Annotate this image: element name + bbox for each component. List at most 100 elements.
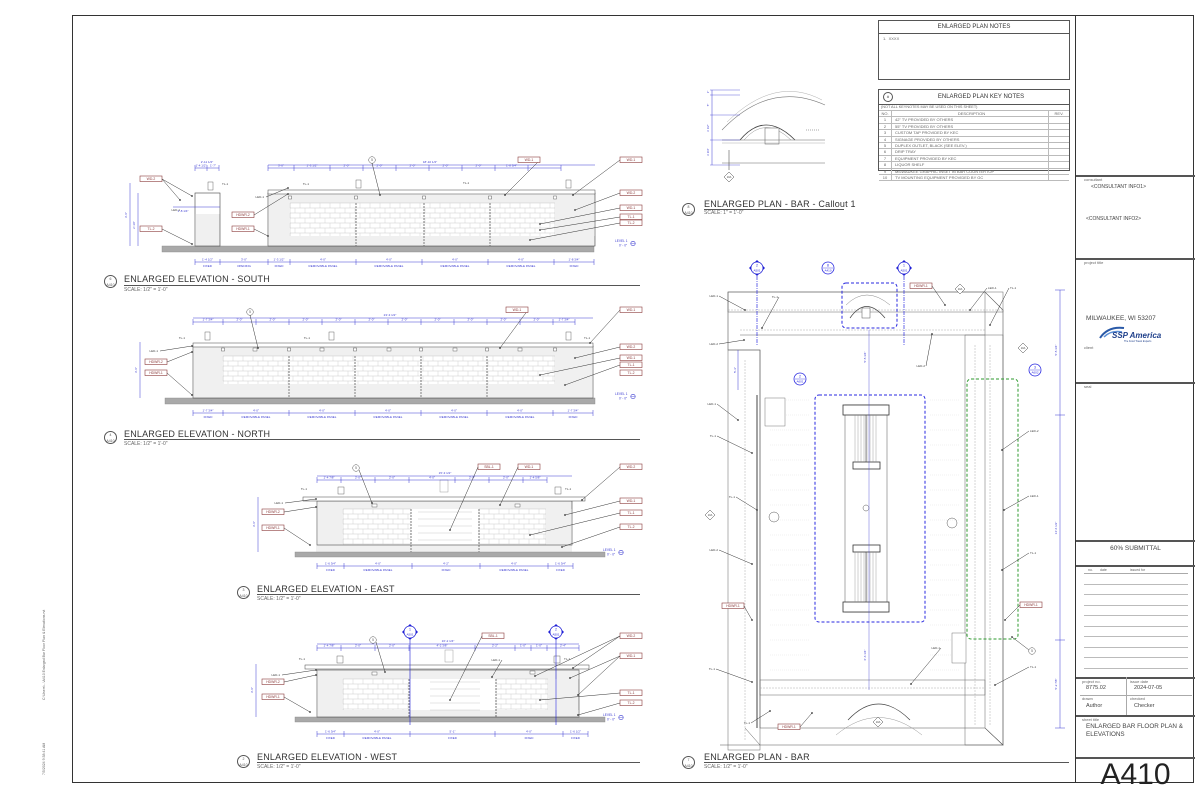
leader-line (499, 466, 519, 506)
section-number: 1 (409, 628, 411, 632)
leader (253, 228, 269, 237)
dimension-value: 4'-0" (429, 476, 435, 480)
revision-row (1084, 595, 1188, 606)
key-note-description: DRIP TRAY (892, 149, 1049, 155)
panel-label: FIXED (569, 415, 579, 419)
leader-arrowhead (309, 711, 311, 713)
leader-line (743, 605, 753, 621)
panel-label: REMOVABLE PANEL (364, 568, 393, 572)
dimension-value: 2'-0" (410, 164, 416, 168)
leader-label: TL-1 (744, 721, 751, 725)
leader-line (539, 357, 621, 376)
leader-line (718, 549, 753, 565)
client-logo: SSP America The Food Travel Experts (1098, 324, 1188, 344)
material-tag-label: WD-1 (627, 654, 636, 658)
key-note-no: 3 (879, 130, 892, 136)
key-note-description: DUPLEX OUTLET, BLACK (SEE ELEV.) (892, 142, 1049, 149)
leader-arrowhead (371, 502, 373, 504)
dimension-value: 2'-0" (402, 318, 408, 322)
leader-arrowhead (315, 674, 317, 676)
leader-label: LED-1 (491, 658, 500, 662)
sheet-title: ENLARGED BAR FLOOR PLAN & ELEVATIONS (1086, 723, 1183, 738)
material-tag-box (619, 523, 643, 530)
equipment (764, 397, 786, 427)
dimension-value: 2'-0" (468, 318, 474, 322)
material-tag-label: HDWR-1 (726, 604, 740, 608)
leader-arrowhead (529, 239, 531, 241)
bar-front (316, 500, 573, 546)
dimension-value: 4'-0" (452, 258, 458, 262)
outlet (287, 347, 291, 352)
dimension-value: 1'-4 1/2" (196, 164, 207, 168)
leader (743, 605, 753, 621)
dimension-value: 6'-6 1/4" (863, 650, 867, 661)
outlet (488, 195, 492, 200)
leader (166, 351, 193, 363)
material-tag-box (619, 306, 643, 313)
tv-outlet (319, 347, 325, 352)
material-tag-box (619, 354, 643, 361)
leader-line (283, 696, 311, 713)
leader-arrowhead (539, 699, 541, 701)
material-tag-box (261, 693, 285, 700)
leader-line (504, 159, 541, 196)
material-tag-box (619, 156, 643, 163)
leader (1003, 495, 1030, 511)
material-tag-label: TL-1 (628, 511, 635, 515)
panel-label: REMOVABLE PANEL (309, 264, 338, 268)
leader-line (499, 309, 529, 349)
material-tag-label: WD-2 (627, 345, 636, 349)
arc-outer-inner (726, 91, 823, 123)
dimension-value: 1'-8 3/4" (506, 164, 517, 168)
leader-arrowhead (309, 544, 311, 546)
material-tag: WD-1 (619, 497, 643, 504)
tv-icon (553, 655, 561, 664)
material-tag-box (619, 361, 643, 368)
callout-region-green (966, 378, 1019, 640)
leader-label: LED-1 (171, 208, 180, 212)
tv-outlet (514, 503, 521, 508)
material-tag-label: TL-2 (628, 701, 635, 705)
leader-line (253, 228, 269, 237)
dimension-value: 2'-0" (377, 164, 383, 168)
section-sheet: A501 (406, 633, 413, 637)
keynote-diamond-label: 10A (958, 287, 963, 291)
leader-line (283, 674, 317, 683)
leader-line (161, 178, 181, 201)
dimension-string: 1'-4 7/8"2'-0"2'-0"4'-2 3/8"2'-2"1'-0"1'… (316, 644, 580, 651)
project-no: 8775.02 (1086, 685, 1106, 691)
material-tag-label: SBL-1 (488, 634, 498, 638)
leader-arrowhead (572, 194, 574, 196)
key-note-rev (1049, 169, 1069, 174)
callout-sheet: A602 (1031, 371, 1038, 375)
material-tag: WD-2 (139, 175, 163, 182)
section-circle (403, 625, 417, 639)
panel-label: FIXED (442, 568, 452, 572)
key-note-description: MILWAUKEE GRAPHIC INSET IN BAR COUNTERTO… (892, 168, 1049, 174)
dimension-value: 2'-0" (336, 318, 342, 322)
callout-sheet: A410 (824, 269, 831, 273)
leader-line (1004, 604, 1021, 621)
material-tag: WD-1 (505, 306, 529, 313)
dimension-value: 2'-0" (435, 318, 441, 322)
leader-arrowhead (449, 699, 451, 701)
leader-arrowhead (577, 694, 579, 696)
leader-line (577, 655, 621, 696)
leader-line (249, 314, 259, 349)
top-arc-box (861, 307, 871, 319)
section-circle (549, 625, 563, 639)
leader-arrowhead (539, 223, 541, 225)
dimension-value: 3'-6" (134, 367, 138, 373)
key-note-rev (1049, 130, 1069, 135)
leader-arrowhead (589, 342, 591, 344)
level-marker: LEVEL 10' - 0" (615, 392, 636, 401)
dimension-value: 2'-0" (389, 476, 395, 480)
key-note-no: 8 (879, 162, 892, 168)
